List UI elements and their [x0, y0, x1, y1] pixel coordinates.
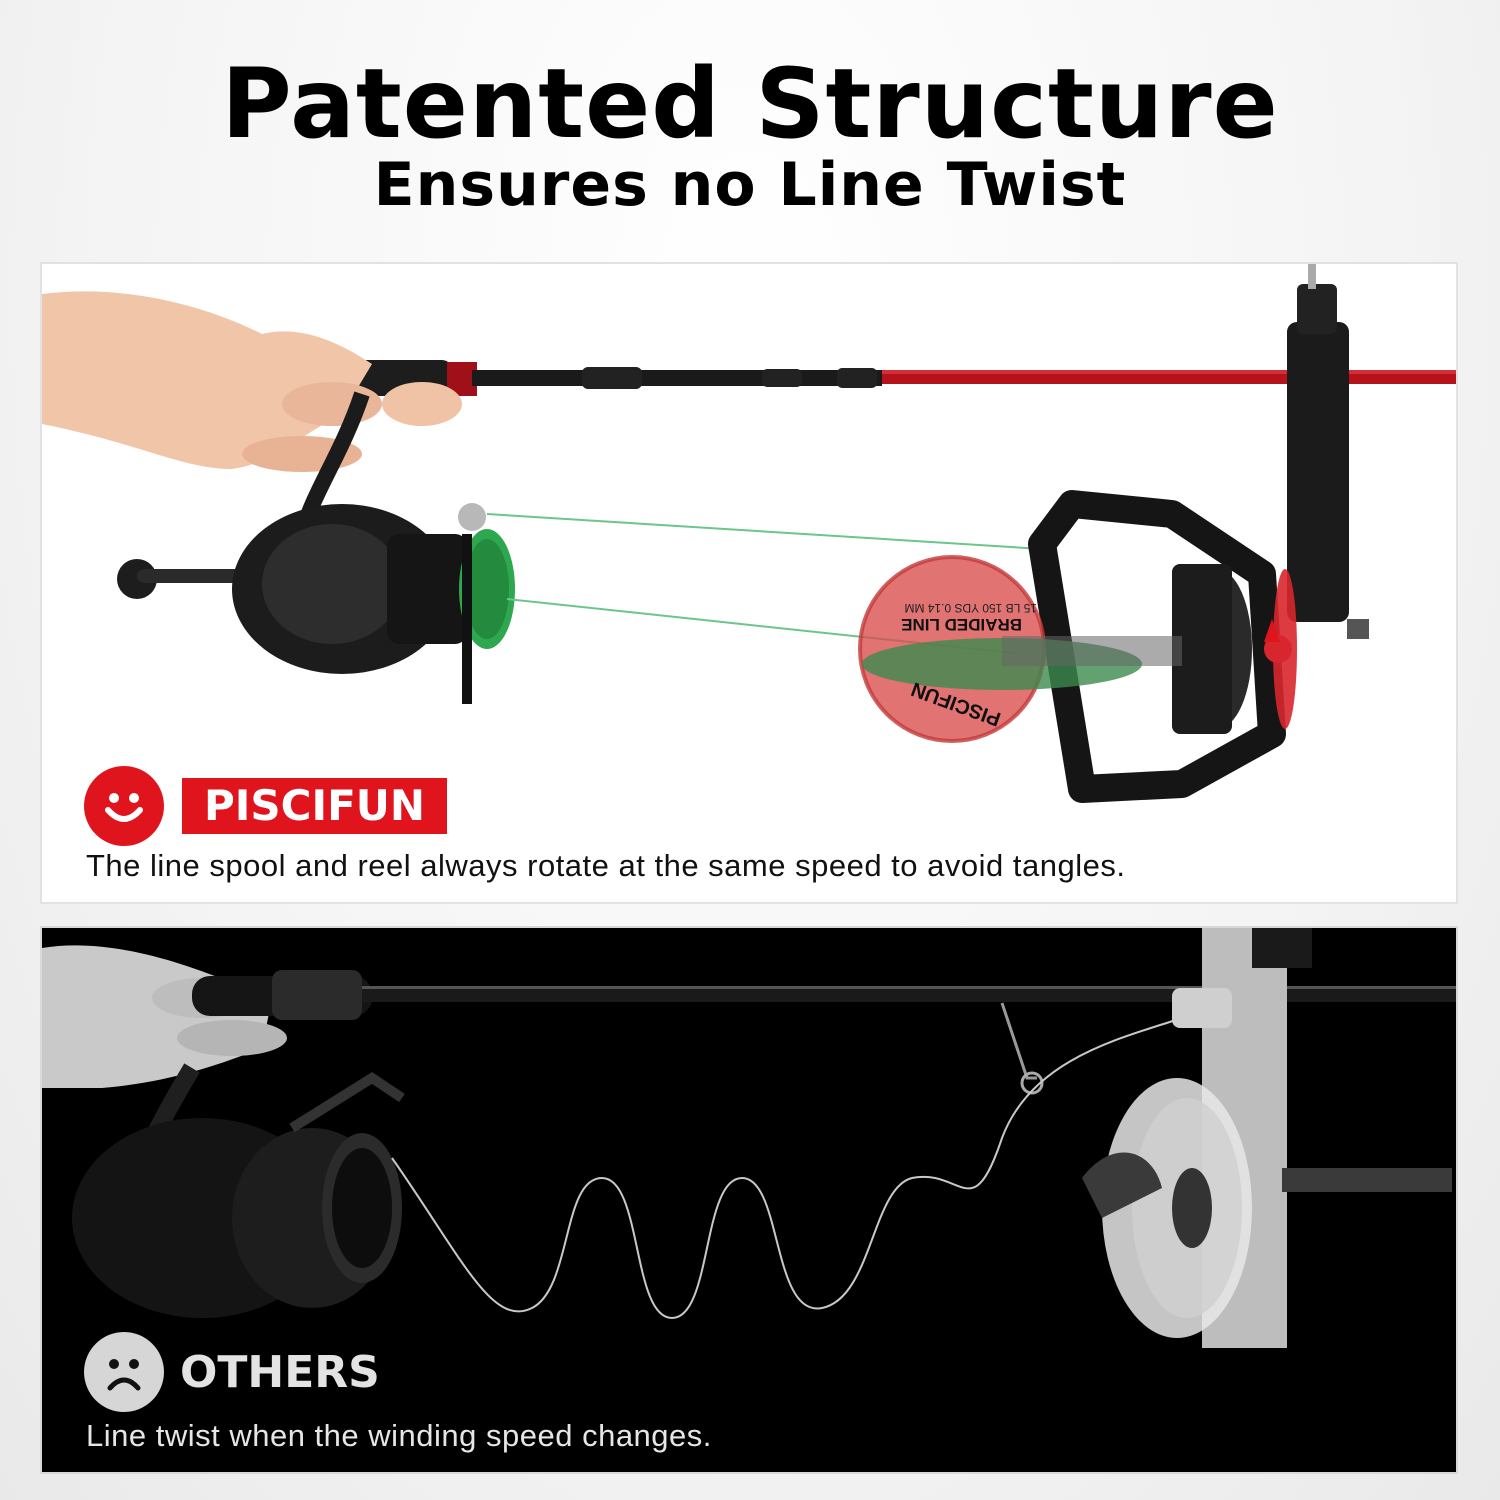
others-illustration — [42, 928, 1456, 1348]
spool-spec-label: 15 LB 150 YDS 0.14 MM — [904, 601, 1037, 615]
line-spooler-grey — [1082, 928, 1452, 1348]
piscifun-comparison-panel: 15 LB 150 YDS 0.14 MM BRAIDED LINE PISCI… — [40, 262, 1458, 904]
page-title: Patented Structure — [221, 48, 1279, 160]
piscifun-caption: The line spool and reel always rotate at… — [86, 848, 1126, 883]
sad-face-icon — [84, 1332, 164, 1412]
line-spooler-tool — [1028, 264, 1369, 803]
smile-face-icon — [84, 766, 164, 846]
others-label: OTHERS — [180, 1346, 380, 1398]
piscifun-badge: PISCIFUN — [84, 766, 448, 846]
spinning-reel — [117, 391, 515, 704]
others-comparison-panel: OTHERS Line twist when the winding speed… — [40, 926, 1458, 1474]
piscifun-illustration: 15 LB 150 YDS 0.14 MM BRAIDED LINE PISCI… — [42, 264, 1456, 803]
spinning-reel-grey — [72, 1063, 405, 1318]
others-badge: OTHERS — [84, 1332, 380, 1412]
braided-line-spool: 15 LB 150 YDS 0.14 MM BRAIDED LINE PISCI… — [858, 555, 1182, 743]
spool-type-label: BRAIDED LINE — [901, 615, 1022, 634]
brand-label: PISCIFUN — [182, 778, 448, 834]
twisted-line — [391, 1017, 1183, 1320]
hand-illustration-grey — [42, 945, 287, 1088]
others-caption: Line twist when the winding speed change… — [86, 1418, 712, 1453]
page-subtitle: Ensures no Line Twist — [373, 150, 1127, 220]
